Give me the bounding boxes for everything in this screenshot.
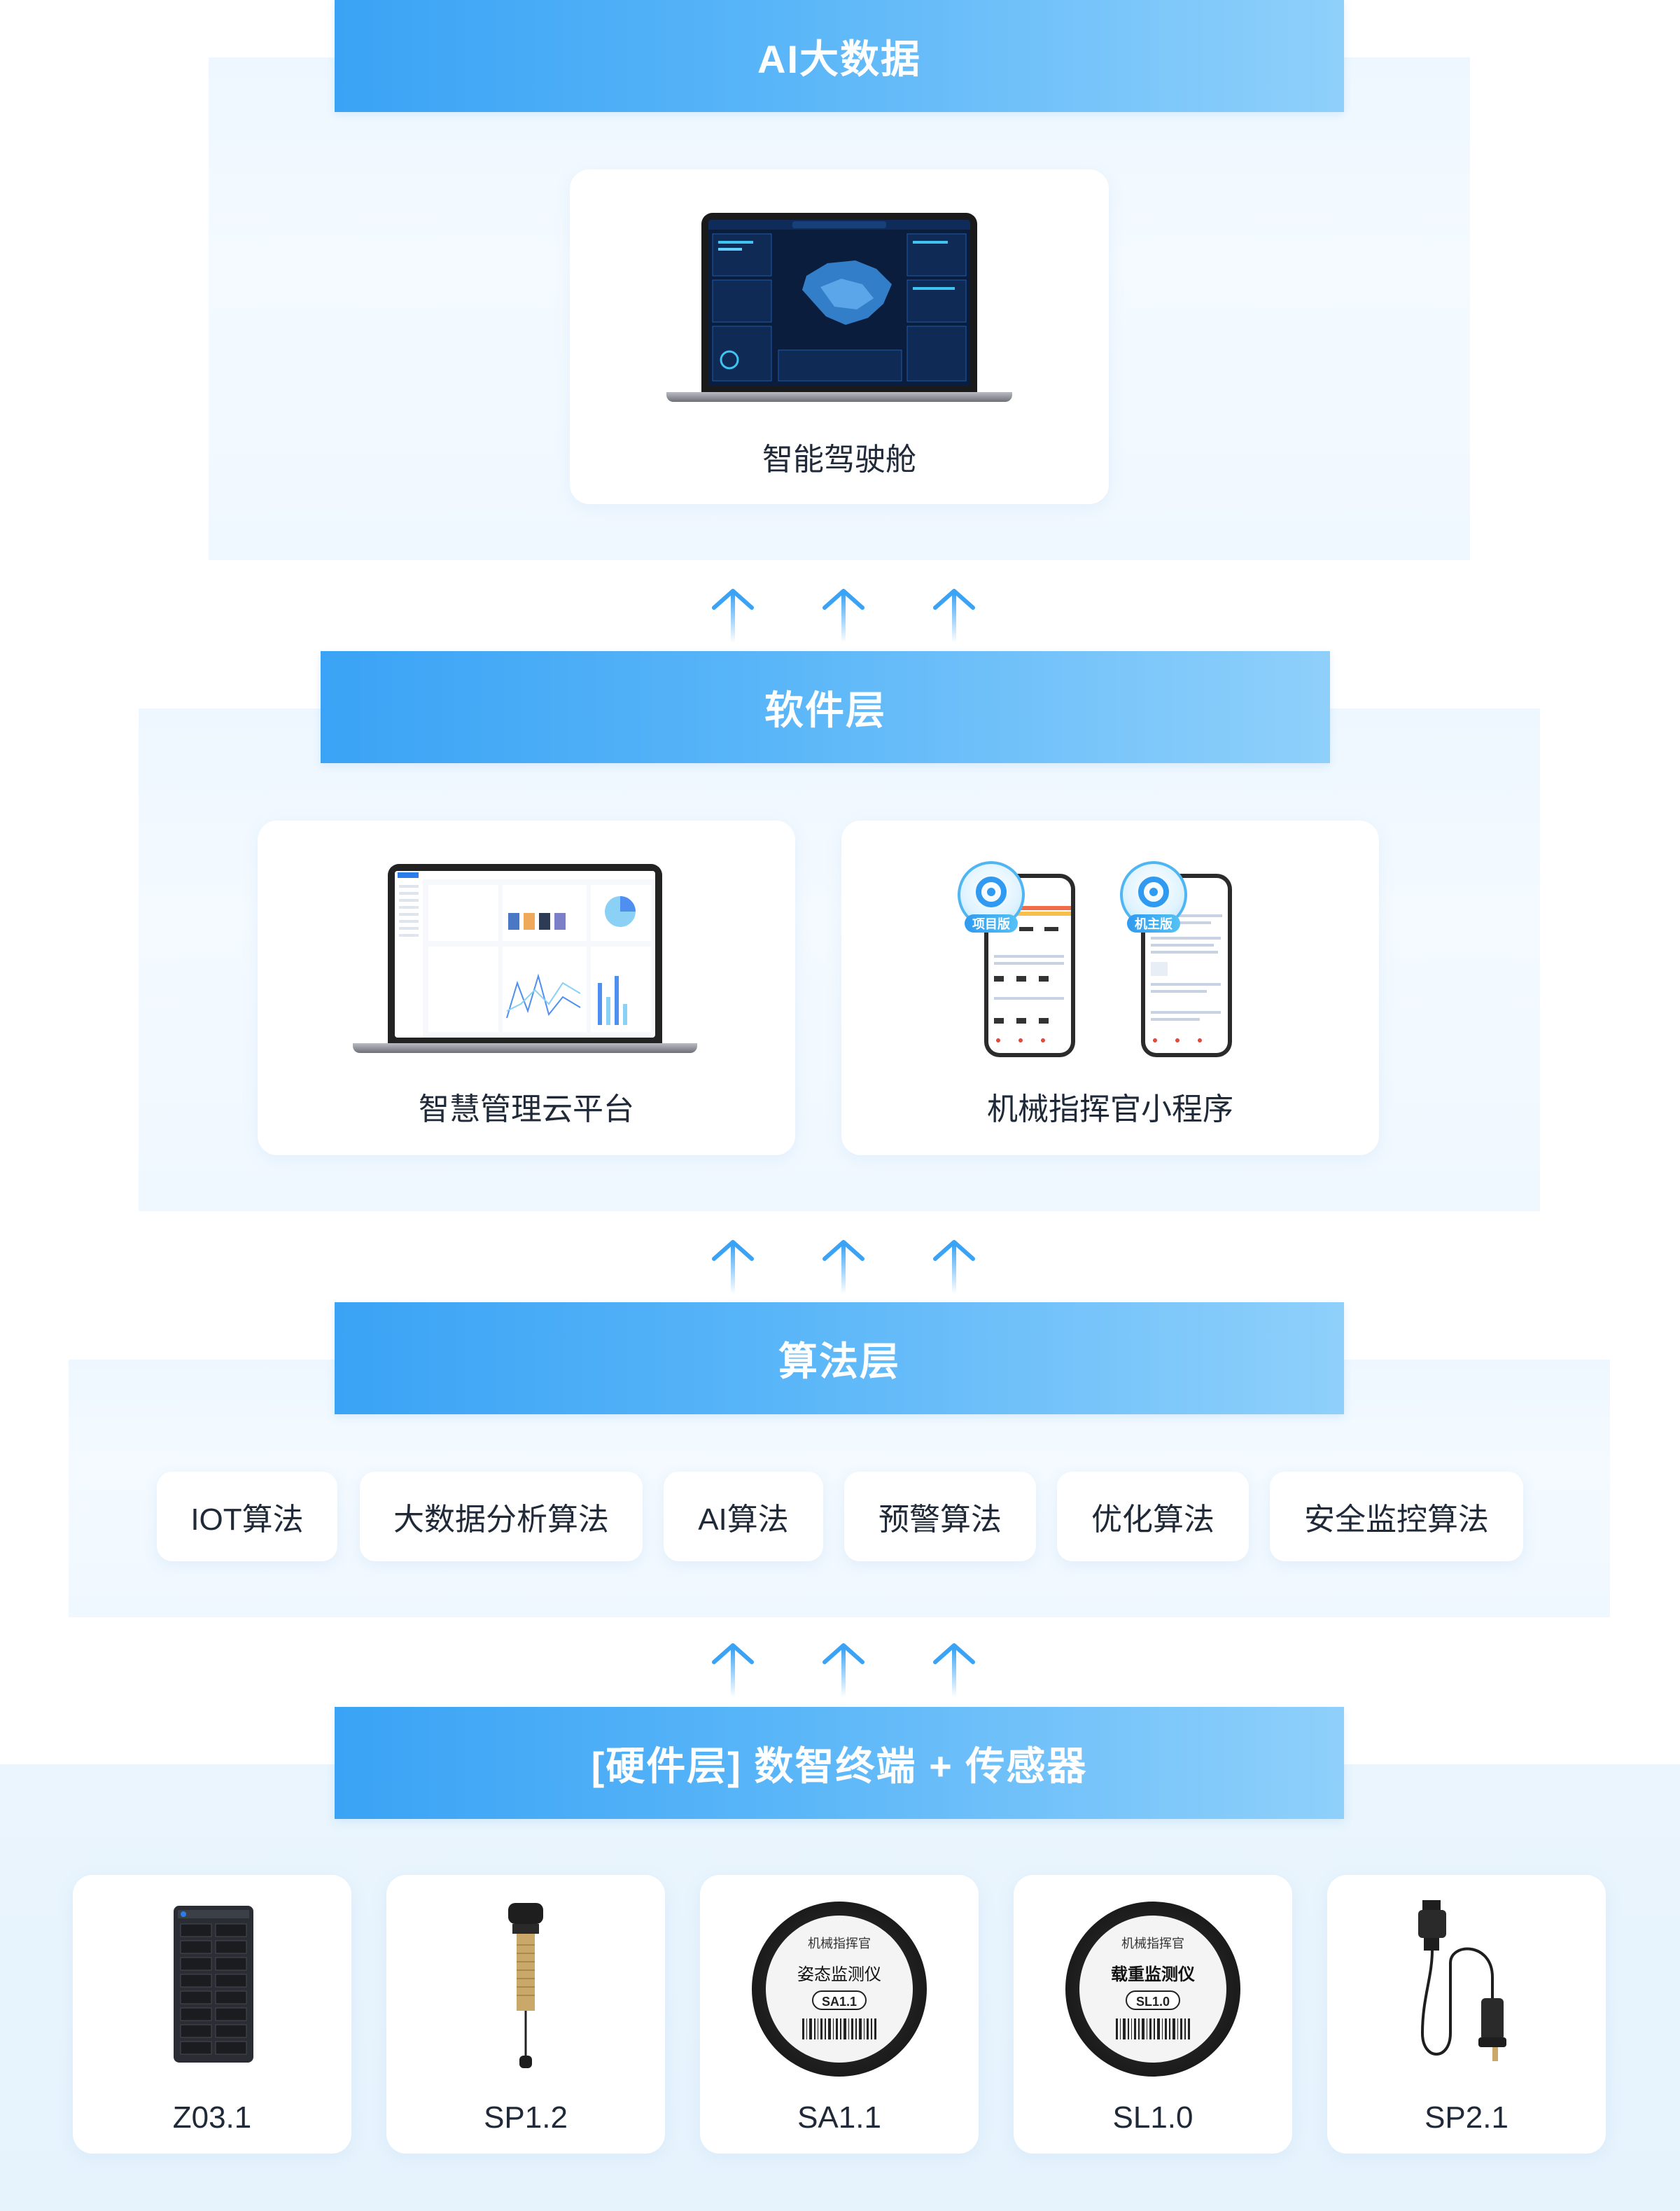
device-label: SA1.1	[797, 2100, 881, 2135]
device-face-model: SA1.1	[812, 1990, 867, 2010]
software-card-cloud-platform[interactable]: 智慧管理云平台	[258, 821, 795, 1155]
algorithm-pill-warning[interactable]: 预警算法	[844, 1472, 1036, 1561]
software-card-mini-program[interactable]: 项目版 机主版 机械指挥官小程序	[841, 821, 1379, 1155]
logo-icon	[976, 877, 1007, 907]
up-arrow-icon	[712, 1643, 754, 1697]
up-arrow-icon	[822, 1643, 864, 1697]
phone-icon	[1141, 874, 1232, 1057]
device-brand: 机械指挥官	[808, 1937, 871, 1951]
logo-icon	[1138, 877, 1169, 907]
phone-screen-icon	[1151, 913, 1222, 1042]
laptop-base	[353, 1043, 697, 1053]
device-label: SP2.1	[1424, 2100, 1508, 2135]
up-arrow-icon	[712, 589, 754, 643]
algorithm-pill-big-data[interactable]: 大数据分析算法	[360, 1472, 643, 1561]
device-label: SP1.2	[484, 2100, 568, 2135]
device-face-title: 载重监测仪	[1111, 1965, 1195, 1984]
algorithm-pill-iot[interactable]: IOT算法	[157, 1472, 337, 1561]
ai-layer-title: AI大数据	[335, 0, 1344, 112]
cloud-platform-screen-icon	[395, 871, 655, 1038]
barcode-icon	[1116, 2018, 1190, 2039]
up-arrow-icon	[933, 589, 975, 643]
probe-sensor-icon	[508, 1903, 543, 2068]
mini-program-label: 机械指挥官小程序	[987, 1092, 1233, 1127]
ai-card-cockpit[interactable]: 智能驾驶舱	[570, 169, 1109, 504]
algorithm-pill-ai[interactable]: AI算法	[664, 1472, 823, 1561]
laptop-icon	[388, 864, 662, 1045]
device-label: SL1.0	[1112, 2100, 1194, 2135]
project-edition-badge: 项目版	[965, 914, 1018, 933]
laptop-icon	[701, 213, 977, 393]
algorithm-pill-optimization[interactable]: 优化算法	[1057, 1472, 1249, 1561]
up-arrow-icon	[822, 589, 864, 643]
owner-edition-badge: 机主版	[1127, 914, 1180, 933]
device-label: Z03.1	[172, 2100, 252, 2135]
barcode-icon	[802, 2018, 876, 2039]
up-arrow-icon	[933, 1643, 975, 1697]
device-face-model: SL1.0	[1126, 1990, 1180, 2010]
device-card-sp12[interactable]: SP1.2	[386, 1875, 665, 2154]
load-monitor-icon: 机械指挥官 载重监测仪 SL1.0	[1065, 1902, 1240, 2077]
ai-card-label: 智能驾驶舱	[762, 442, 916, 477]
hardware-layer-title: [硬件层] 数智终端 + 传感器	[335, 1707, 1344, 1819]
up-arrow-icon	[712, 1240, 754, 1294]
device-card-sp21[interactable]: SP2.1	[1327, 1875, 1606, 2154]
up-arrow-icon	[933, 1240, 975, 1294]
software-layer-title: 软件层	[321, 651, 1330, 763]
device-card-sa11[interactable]: 机械指挥官 姿态监测仪 SA1.1 SA1.1	[700, 1875, 979, 2154]
device-brand: 机械指挥官	[1121, 1937, 1184, 1951]
algorithm-layer-title: 算法层	[335, 1302, 1344, 1414]
device-face-title: 姿态监测仪	[797, 1965, 881, 1984]
attitude-monitor-icon: 机械指挥官 姿态监测仪 SA1.1	[752, 1902, 927, 2077]
cable-sensor-icon	[1418, 1900, 1506, 2061]
algorithm-pill-safety[interactable]: 安全监控算法	[1270, 1472, 1523, 1561]
phone-screen-icon	[988, 906, 1071, 1042]
laptop-base	[666, 392, 1012, 402]
device-card-sl10[interactable]: 机械指挥官 载重监测仪 SL1.0 SL1.0	[1014, 1875, 1292, 2154]
terminal-device-icon	[174, 1906, 253, 2063]
device-card-z03[interactable]: Z03.1	[73, 1875, 351, 2154]
cloud-platform-label: 智慧管理云平台	[419, 1092, 634, 1127]
dashboard-screen-icon	[708, 220, 970, 382]
up-arrow-icon	[822, 1240, 864, 1294]
